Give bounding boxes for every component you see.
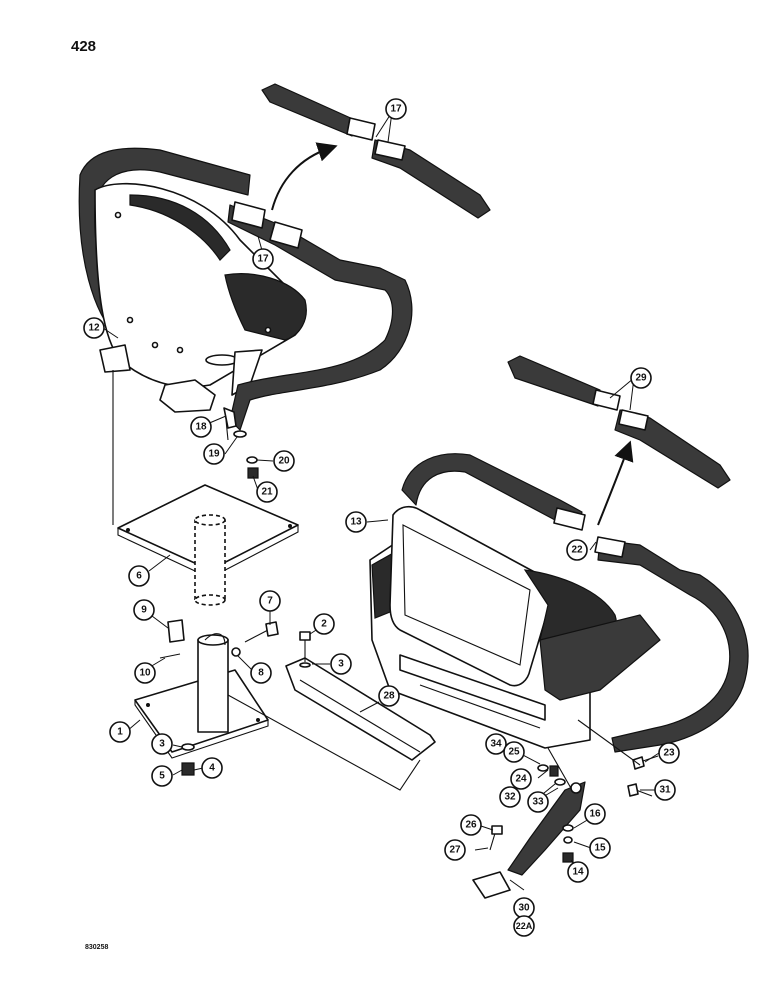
callout-label: 30	[518, 903, 530, 914]
page-number: 428	[71, 38, 97, 55]
callout-label: 29	[635, 373, 647, 384]
suspension-seat-13	[369, 453, 661, 749]
arrow-29	[597, 440, 634, 526]
callout-20: 20	[273, 450, 295, 472]
callout-label: 23	[663, 748, 675, 759]
arrow-17	[271, 142, 338, 211]
callout-label: 18	[195, 422, 207, 433]
callout-label: 16	[589, 809, 601, 820]
callout-label: 19	[208, 449, 220, 460]
callout-18: 18	[190, 416, 212, 438]
callout-label: 15	[594, 843, 606, 854]
callout-17-seat: 17	[252, 248, 274, 270]
callout-15: 15	[589, 837, 611, 859]
callout-21: 21	[256, 481, 278, 503]
callout-label: 32	[504, 792, 516, 803]
callout-33: 33	[527, 791, 549, 813]
callout-34-25: 34 25	[485, 733, 525, 763]
base-plate-1	[134, 633, 269, 759]
callout-label: 26	[465, 820, 477, 831]
callout-10: 10	[134, 662, 156, 684]
callout-label: 22	[571, 545, 583, 556]
callout-24: 24	[510, 768, 532, 790]
callout-label: 9	[141, 605, 147, 616]
callout-14: 14	[567, 861, 589, 883]
callout-23: 23	[658, 742, 680, 764]
callout-label: 5	[159, 771, 165, 782]
callout-label: 2	[321, 619, 327, 630]
callout-19: 19	[203, 443, 225, 465]
callout-31: 31	[654, 779, 676, 801]
callout-3-right: 3	[330, 653, 352, 675]
bracket-28	[227, 631, 436, 791]
callout-16: 16	[584, 803, 606, 825]
callout-3-left: 3	[151, 733, 173, 755]
callout-label: 34	[490, 739, 502, 750]
seat-belt-22	[553, 507, 749, 753]
callout-7: 7	[259, 590, 281, 612]
seat-belt-17	[227, 201, 413, 431]
callout-1: 1	[109, 721, 131, 743]
callout-2: 2	[313, 613, 335, 635]
callout-label: 1	[117, 727, 123, 738]
callout-28: 28	[378, 685, 400, 707]
callout-label: 7	[267, 596, 273, 607]
callout-4: 4	[201, 757, 223, 779]
callout-6: 6	[128, 565, 150, 587]
callout-label: 13	[350, 517, 362, 528]
callout-label: 3	[338, 659, 344, 670]
callout-12: 12	[83, 317, 105, 339]
callout-9: 9	[133, 599, 155, 621]
drawing-code: 830258	[85, 944, 109, 951]
callout-label: 8	[258, 668, 264, 679]
washers-nuts-3-5	[181, 743, 195, 776]
callout-label: 27	[449, 845, 461, 856]
callout-29: 29	[630, 367, 652, 389]
callout-label: 25	[508, 747, 520, 758]
callout-label: 17	[390, 104, 402, 115]
callout-30-22A: 30 22A	[513, 897, 535, 937]
callout-label: 10	[139, 668, 151, 679]
callout-label: 21	[261, 487, 273, 498]
callout-label: 31	[659, 785, 671, 796]
detached-belt-17	[261, 83, 491, 219]
callout-5: 5	[151, 765, 173, 787]
callout-label: 24	[515, 774, 527, 785]
callout-8: 8	[250, 662, 272, 684]
callout-26: 26	[460, 814, 482, 836]
callout-label: 28	[383, 691, 395, 702]
block-9	[159, 619, 185, 659]
callout-label: 6	[136, 571, 142, 582]
callout-27: 27	[444, 839, 466, 861]
callout-label: 20	[278, 456, 290, 467]
callout-label: 4	[209, 763, 215, 774]
callout-label: 17	[257, 254, 269, 265]
hardware-23-34	[537, 719, 659, 797]
mounting-plate-6	[117, 484, 299, 606]
callout-label: 33	[532, 797, 544, 808]
callout-13: 13	[345, 511, 367, 533]
bolt-7	[231, 621, 279, 657]
callout-label: 12	[88, 323, 100, 334]
detached-belt-29	[507, 355, 731, 489]
callout-label: 3	[159, 739, 165, 750]
bucket-seat-12	[78, 147, 307, 413]
hardware-18-21	[223, 407, 259, 479]
callout-label: 14	[572, 867, 584, 878]
callout-32: 32	[499, 786, 521, 808]
callout-17-top: 17	[385, 98, 407, 120]
anchor-strap-30	[472, 781, 586, 899]
callout-22: 22	[566, 539, 588, 561]
callout-label: 22A	[516, 921, 533, 931]
